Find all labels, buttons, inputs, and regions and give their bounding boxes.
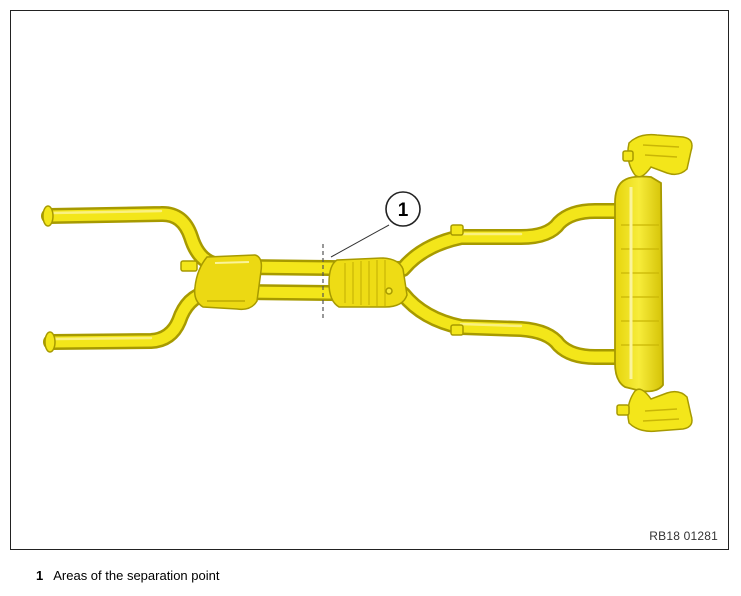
front-resonator xyxy=(193,254,263,311)
exhaust-system-illustration: 1 xyxy=(41,133,693,433)
tailpipe-brackets xyxy=(616,133,693,433)
callout-circle xyxy=(385,191,421,227)
pipe-flanges xyxy=(42,205,464,353)
legend-item: 1 Areas of the separation point xyxy=(36,568,219,583)
legend-number: 1 xyxy=(36,568,44,583)
reference-code: RB18 01281 xyxy=(649,529,718,543)
rear-muffler xyxy=(614,175,664,393)
legend-text: Areas of the separation point xyxy=(53,568,220,583)
callout-leader xyxy=(330,224,390,258)
pipe-fill-layer xyxy=(43,205,629,363)
diagram-frame: 1 RB18 01281 xyxy=(10,10,729,550)
flange-front-left xyxy=(42,205,54,227)
center-silencer xyxy=(328,257,408,308)
callout-number: 1 xyxy=(398,200,409,221)
flange-front-right xyxy=(44,331,56,353)
